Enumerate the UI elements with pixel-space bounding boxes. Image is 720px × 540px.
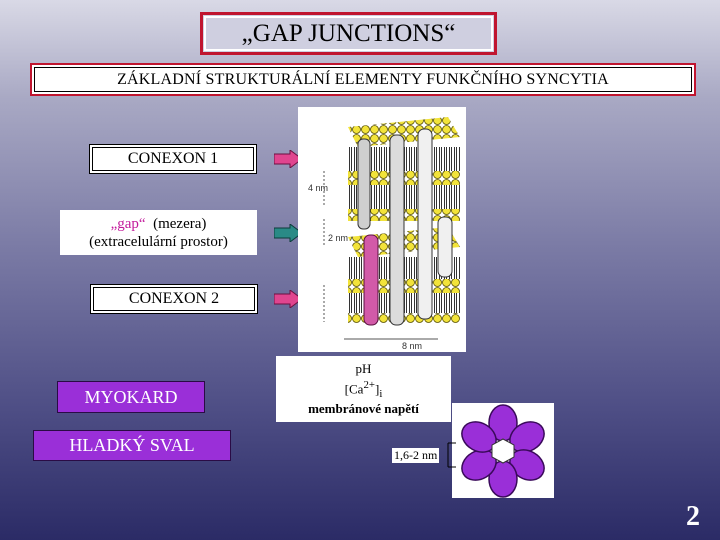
- arrow-gap: [274, 224, 302, 242]
- page-number: 2: [686, 501, 700, 532]
- gap-label: „gap“ (mezera) (extracelulární prostor): [60, 210, 257, 255]
- calcium-sub: i: [379, 387, 383, 400]
- smooth-muscle-text: HLADKÝ SVAL: [69, 435, 195, 455]
- pore-cross-section: [452, 403, 554, 498]
- gap-junction-illustration: 4 nm 2 nm 8 nm: [298, 107, 466, 352]
- conexon1-text: CONEXON 1: [127, 150, 219, 167]
- dimension-4nm: 4 nm: [308, 183, 328, 193]
- slide-subtitle: ZÁKLADNÍ STRUKTURÁLNÍ ELEMENTY FUNKČNÍHO…: [30, 63, 696, 96]
- gap-label-line1: „gap“ (mezera): [111, 215, 207, 233]
- arrow-conexon2: [274, 290, 302, 308]
- gap-rest: (mezera): [145, 215, 207, 232]
- regulation-factors: pH [Ca2+]i membránové napětí: [276, 356, 451, 422]
- gap-label-line2: (extracelulární prostor): [89, 233, 228, 250]
- smooth-muscle-label: HLADKÝ SVAL: [33, 430, 231, 461]
- slide-title-text: „GAP JUNCTIONS“: [241, 19, 456, 47]
- pore-diagram: [461, 404, 545, 498]
- ph-label: pH: [355, 360, 372, 376]
- conexon1-label: CONEXON 1: [89, 144, 257, 174]
- calcium-charge: 2+: [363, 378, 375, 391]
- arrow-conexon1: [274, 150, 302, 168]
- pore-size-label: 1,6-2 nm: [392, 448, 440, 463]
- slide-subtitle-text: ZÁKLADNÍ STRUKTURÁLNÍ ELEMENTY FUNKČNÍHO…: [117, 70, 609, 88]
- dimension-2nm: 2 nm: [328, 233, 348, 243]
- pore-size-bracket: [447, 442, 456, 468]
- myokard-text: MYOKARD: [84, 386, 178, 407]
- membrane-diagram: 4 nm 2 nm 8 nm: [308, 117, 460, 351]
- gap-word: „gap“: [110, 215, 146, 232]
- myokard-label: MYOKARD: [57, 381, 205, 413]
- calcium-suffix: ]: [374, 380, 380, 396]
- conexon2-label: CONEXON 2: [90, 284, 258, 314]
- conexon2-text: CONEXON 2: [128, 290, 220, 307]
- calcium-label: [Ca2+]i: [345, 377, 383, 402]
- voltage-label: membránové napětí: [308, 401, 419, 417]
- pore-channel: [491, 438, 515, 464]
- calcium-prefix: [Ca: [344, 380, 364, 396]
- dimension-8nm: 8 nm: [402, 341, 422, 351]
- slide-title: „GAP JUNCTIONS“: [200, 12, 497, 55]
